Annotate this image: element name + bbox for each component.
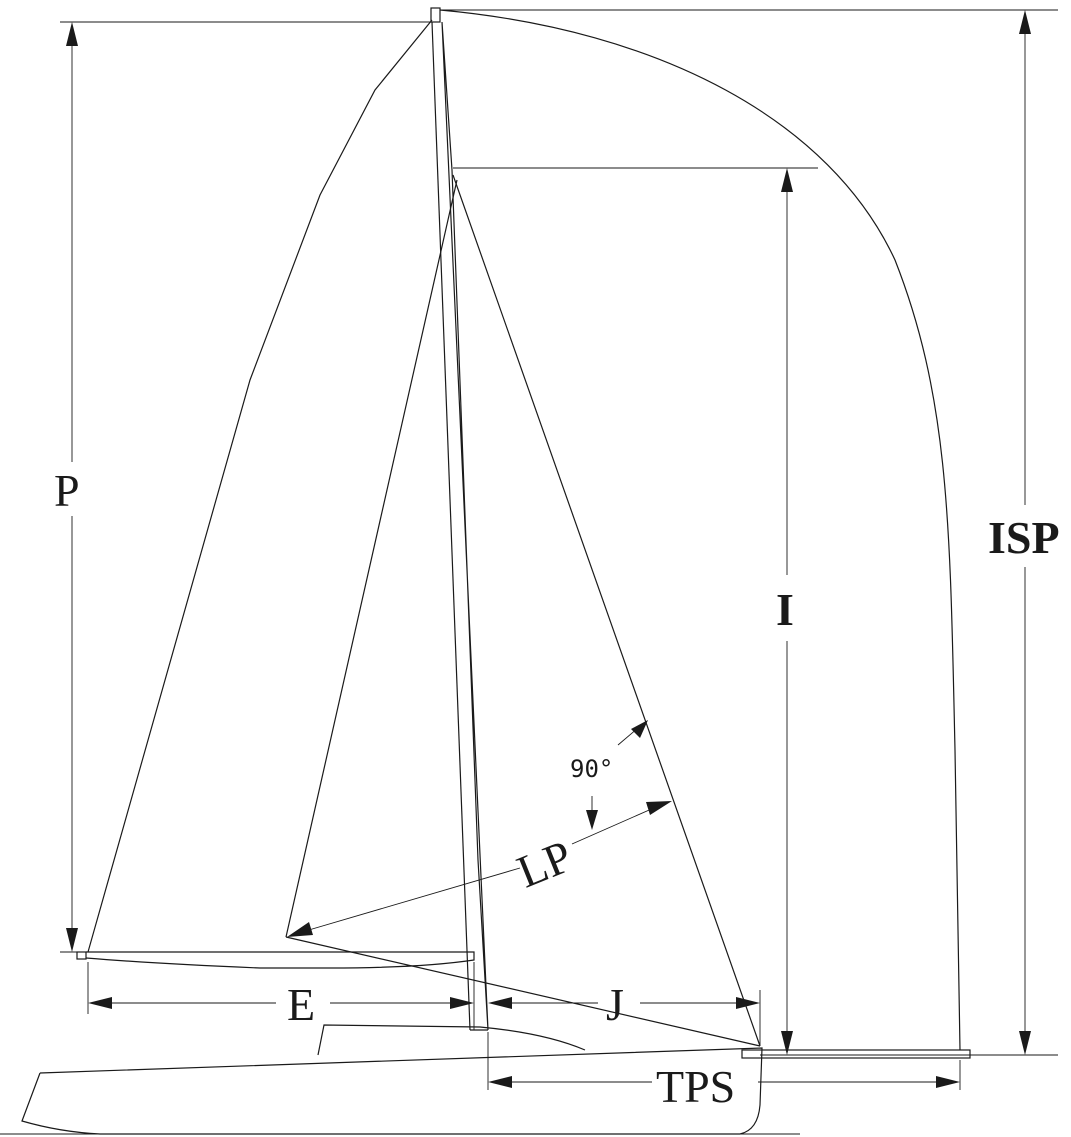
e-label: E <box>287 979 315 1030</box>
bowsprit <box>741 1049 971 1059</box>
mast <box>430 7 489 1031</box>
boom <box>76 951 475 969</box>
angle-label: 90° <box>570 755 613 783</box>
isp-dimension <box>985 10 1065 1055</box>
lp-label: LP <box>510 830 579 897</box>
hull <box>0 1024 800 1135</box>
lp-dimension <box>287 801 672 937</box>
right-angle-indicator <box>586 720 648 830</box>
i-label: I <box>776 584 794 635</box>
e-dimension <box>88 997 474 1009</box>
j-label: J <box>606 979 624 1030</box>
mainsail <box>87 19 433 953</box>
p-label: P <box>54 465 80 516</box>
reference-lines <box>60 9 1058 1090</box>
p-dimension <box>50 22 96 952</box>
isp-label: ISP <box>988 512 1060 563</box>
j-dimension <box>488 997 760 1009</box>
tps-dimension <box>488 1076 960 1088</box>
spinnaker <box>439 9 961 1051</box>
jib <box>285 174 761 1047</box>
i-dimension <box>768 168 806 1055</box>
tps-label: TPS <box>656 1061 735 1112</box>
